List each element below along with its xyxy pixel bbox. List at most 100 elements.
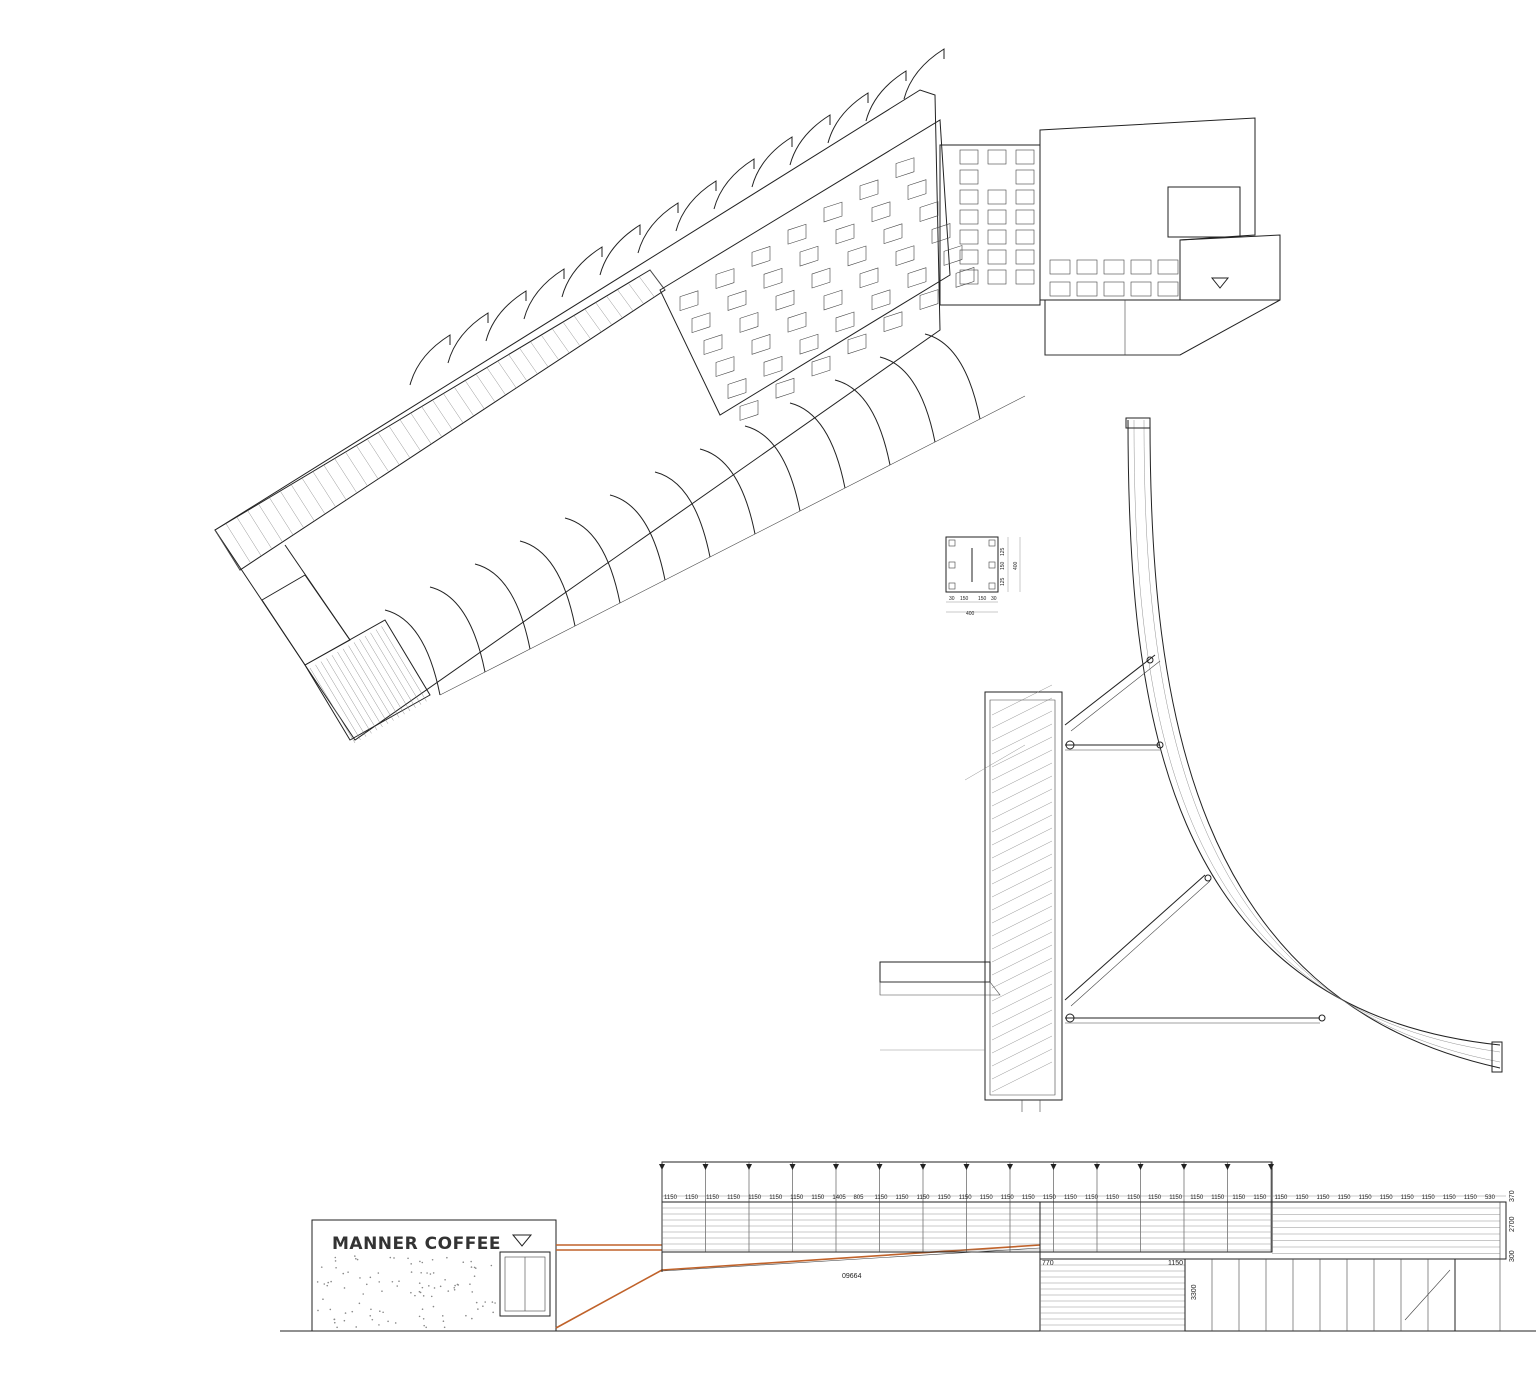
grid-cell (959, 209, 979, 225)
terrazzo-speck (398, 1280, 400, 1283)
upper-fin (713, 158, 755, 210)
column-hatch (991, 684, 1053, 1093)
terrazzo-speck (370, 1308, 372, 1311)
fin-top-cap (1125, 417, 1151, 429)
terrazzo-speck (378, 1324, 380, 1326)
end-stair-block (304, 619, 431, 741)
coffer-cell (775, 377, 795, 399)
deck-slat (356, 445, 379, 480)
terrazzo-speck (432, 1305, 435, 1308)
grid-cell (1103, 259, 1125, 275)
coffer-cell (871, 289, 891, 311)
coffer-cell (691, 312, 711, 333)
module-dim-label: 1150 (811, 1195, 825, 1201)
building-roof (1039, 117, 1256, 301)
connector-orange-3 (555, 1269, 663, 1329)
module-dim-label: 1150 (664, 1195, 678, 1201)
terrazzo-speck (377, 1272, 380, 1274)
post-cap-icon (1137, 1164, 1144, 1170)
lower-fin-edge (799, 487, 846, 512)
deck-slat (345, 451, 368, 487)
upper-strut (1064, 654, 1156, 726)
module-dim-label: 1150 (896, 1195, 910, 1201)
grid-cell (1015, 149, 1035, 165)
coffer-cell (739, 312, 759, 333)
plate-overall-height: 400 (1013, 561, 1019, 570)
upper-fin (827, 92, 869, 144)
upper-fin (485, 290, 527, 342)
terrazzo-speck (425, 1326, 427, 1329)
coffer-cell (823, 289, 843, 311)
pin-joint-icon (1204, 874, 1212, 882)
terrazzo-speck (433, 1287, 436, 1289)
pin-joint-icon (1065, 740, 1075, 750)
stair-line (353, 642, 400, 718)
hatch-line (991, 814, 1053, 846)
deck-slat (497, 360, 517, 389)
module-dim-label: 1150 (748, 1195, 762, 1201)
slat-lines (1040, 1264, 1185, 1332)
terrazzo-speck (482, 1305, 484, 1308)
hatch-line (991, 970, 1053, 1002)
terrazzo-speck (491, 1301, 494, 1303)
terrazzo-speck (330, 1280, 332, 1283)
terrazzo-speck (453, 1288, 456, 1291)
grid-cell (1015, 229, 1035, 245)
hatch-line (991, 710, 1053, 742)
stair-line (364, 635, 411, 712)
lower-fin-edge (754, 510, 801, 535)
terrazzo-speck (432, 1272, 435, 1274)
terrazzo-speck (347, 1271, 349, 1273)
hatch-line (991, 905, 1053, 937)
lower-fin (609, 494, 666, 581)
post-cap-icon (746, 1164, 752, 1170)
terrazzo-speck (428, 1285, 430, 1287)
deck-slat (290, 484, 315, 522)
grid-cell (959, 149, 979, 165)
deck-slat (225, 523, 251, 564)
coffer-cell (679, 290, 699, 312)
lower-fin-edge (664, 556, 711, 581)
coffer-cell (919, 201, 939, 222)
terrazzo-speck (421, 1261, 424, 1264)
curved-fin-outer (1127, 419, 1501, 1046)
leader-line (964, 744, 1026, 781)
module-dim-label: 1150 (1043, 1195, 1057, 1201)
terrazzo-speck (454, 1284, 456, 1287)
coffer-cell (883, 223, 903, 245)
module-dim-label: 1150 (1022, 1195, 1036, 1201)
grid-cell (959, 229, 979, 245)
post-cap-icon (920, 1164, 926, 1170)
post-cap-icon (963, 1164, 970, 1170)
lower-fin (384, 609, 441, 696)
terrazzo-speck (407, 1257, 409, 1260)
front-elevation: MANNER COFFEE 09664 770 1150 3300 370 27… (280, 1161, 1536, 1332)
canopy-outline (214, 89, 941, 741)
building-front-wall (1044, 299, 1281, 356)
post-cap-icon (1224, 1164, 1231, 1170)
hatch-line (991, 684, 1053, 716)
curved-fin-line-1 (1133, 419, 1501, 1053)
deck-slat (269, 497, 294, 536)
coffer-cell (859, 267, 879, 289)
coffer-cell (931, 223, 951, 244)
terrazzo-speck (355, 1257, 357, 1260)
hatch-line (991, 840, 1053, 872)
terrazzo-speck (410, 1291, 412, 1294)
hatch-line (991, 697, 1053, 729)
terrazzo-speck (470, 1266, 473, 1268)
glass-reflection (1404, 1269, 1451, 1321)
coffer-cell (799, 245, 819, 267)
terrazzo-speck (382, 1311, 384, 1314)
module-dim-label: 1150 (1380, 1195, 1394, 1201)
hatch-line (991, 1009, 1053, 1041)
terrazzo-speck (323, 1283, 326, 1285)
logo-triangle-icon (1210, 277, 1230, 289)
terrazzo-speck (322, 1298, 324, 1301)
terrazzo-speck (327, 1281, 330, 1284)
deck-slat (247, 510, 273, 550)
terrazzo-speck (414, 1294, 416, 1297)
roof-hatch (1167, 186, 1241, 238)
upper-fin (637, 202, 679, 254)
